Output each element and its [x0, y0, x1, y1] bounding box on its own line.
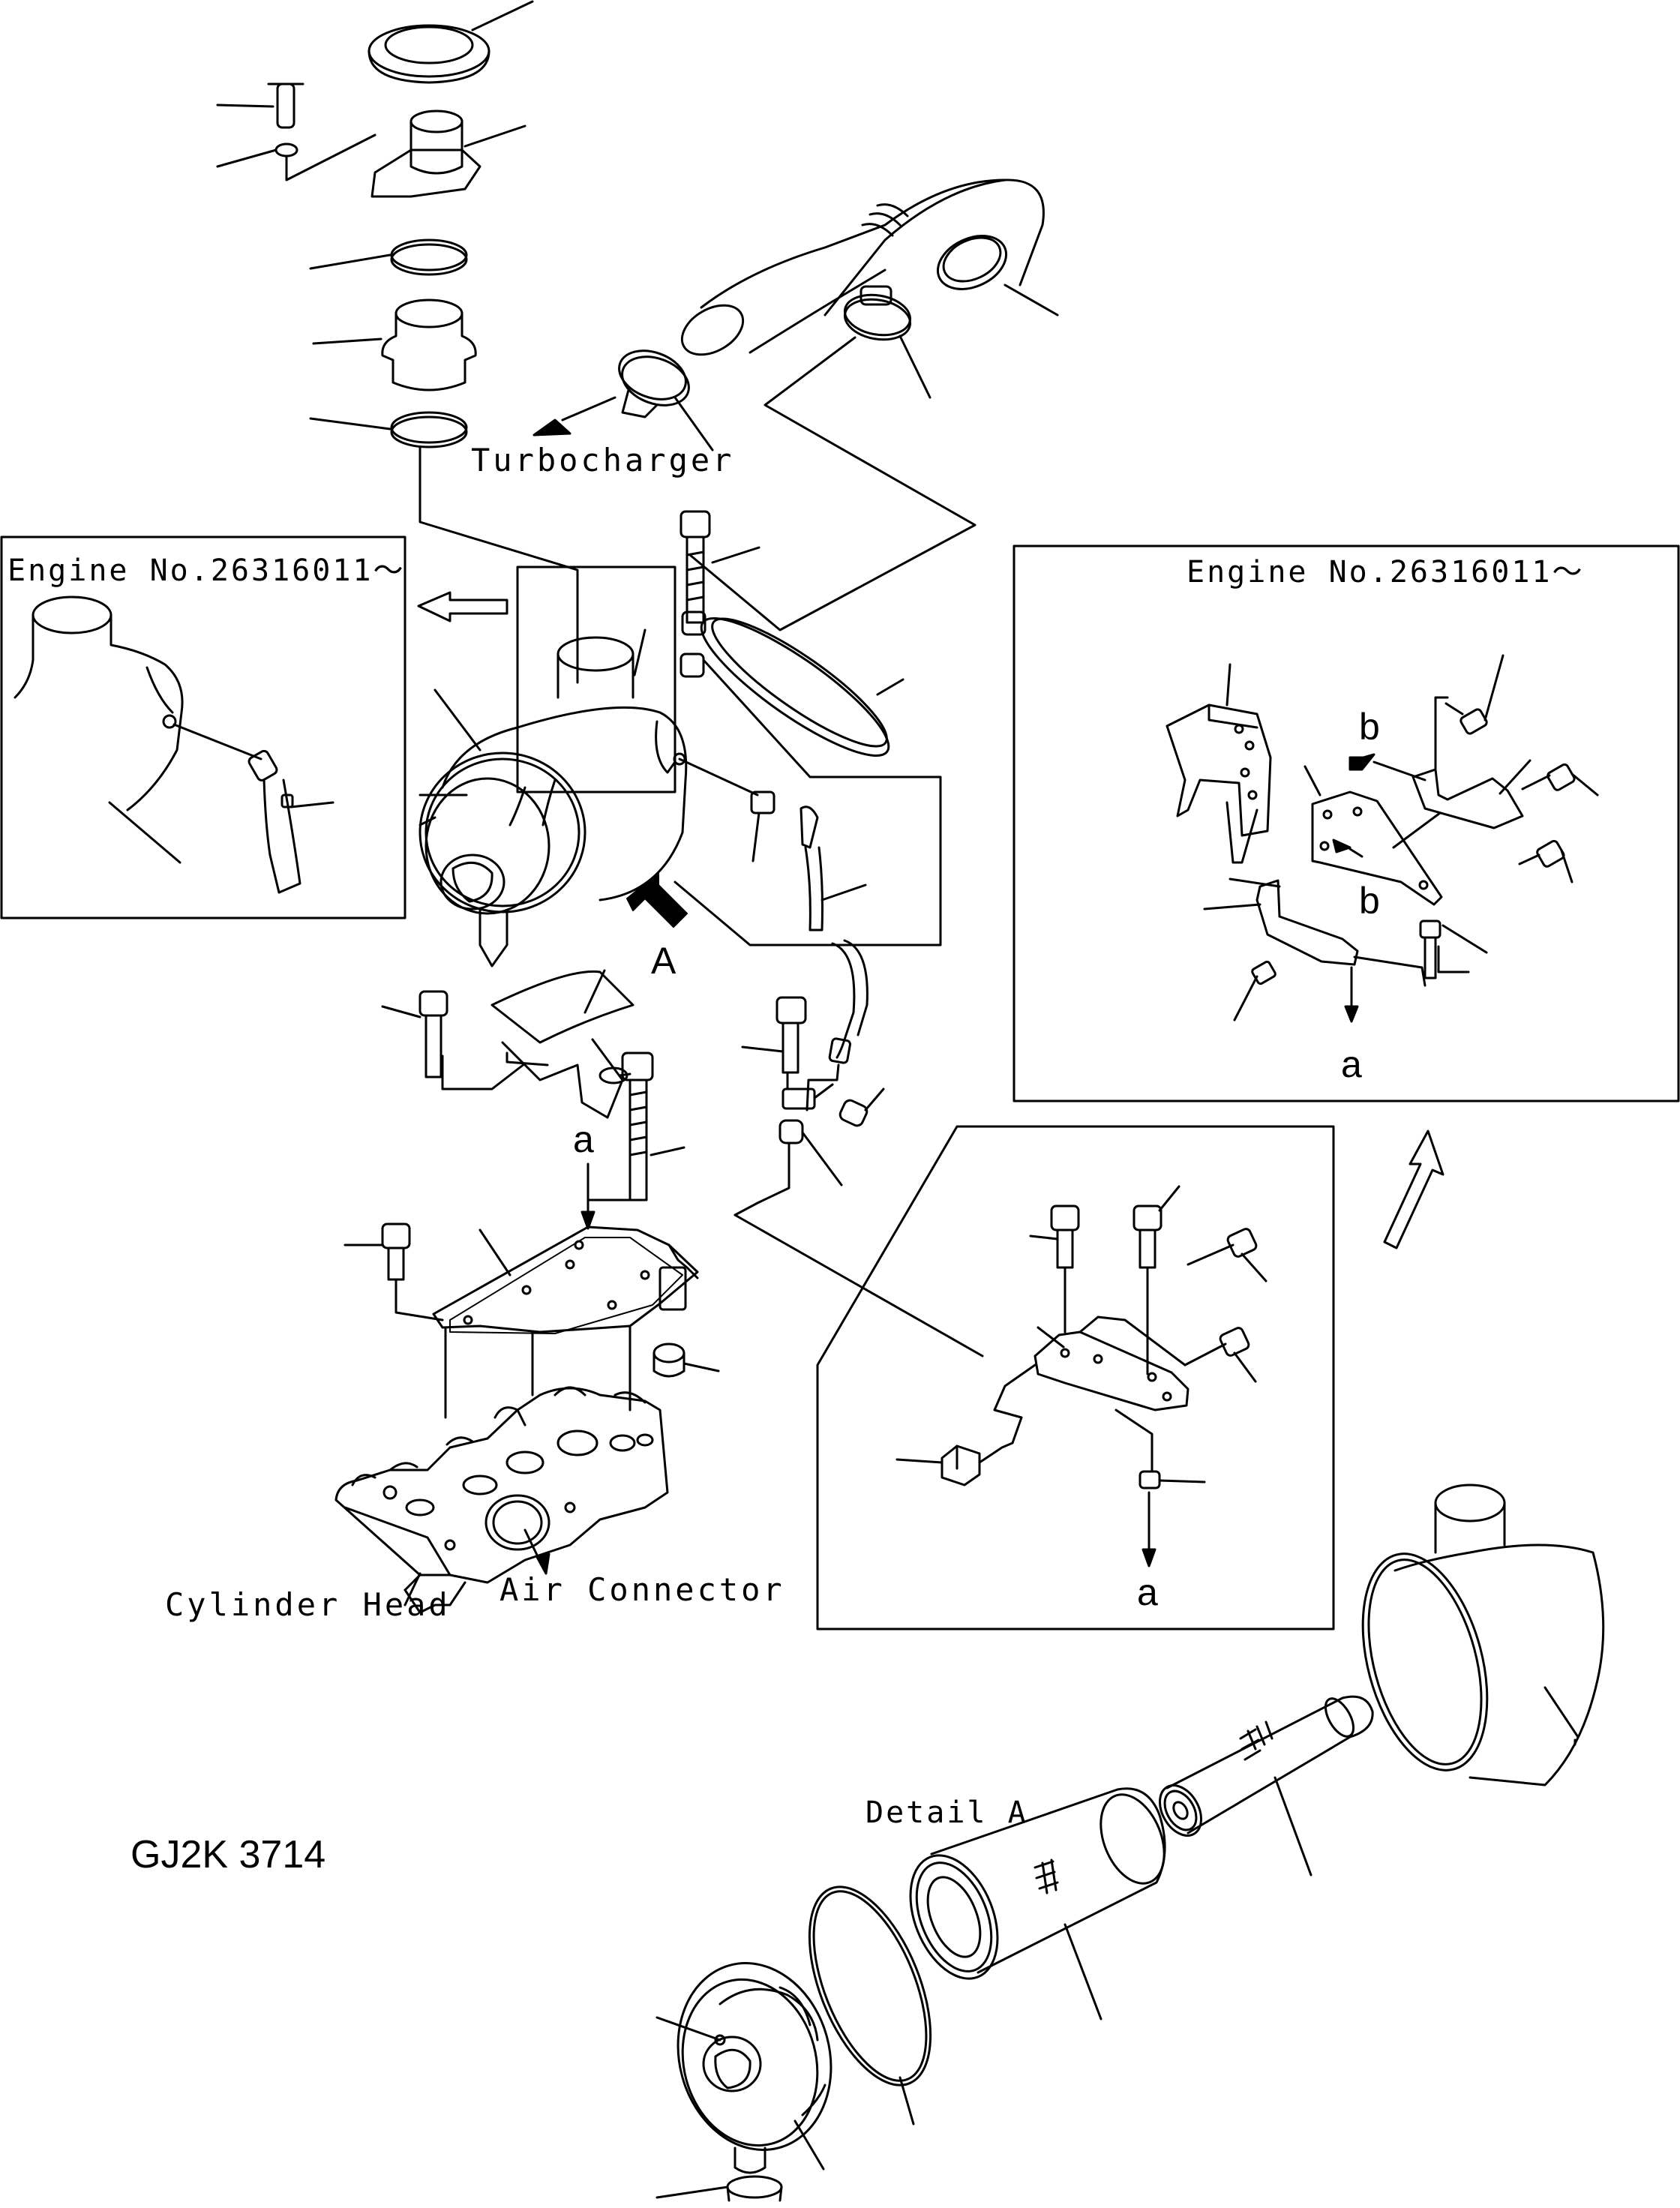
ref-a-label-1: a: [1341, 1043, 1362, 1085]
outer-filter-element: [909, 1787, 1166, 2020]
mounting-plate: [432, 1198, 699, 1334]
air-cleaner-body: [418, 566, 759, 968]
rubber-adapter: [312, 298, 477, 392]
o-ring-gasket: [808, 1886, 932, 2126]
mount-bracket-top: [216, 82, 526, 198]
turbocharger-label: Turbocharger: [471, 442, 734, 478]
cradle-bolt: [381, 990, 526, 1090]
drawing-code-label: GJ2K 3714: [130, 1833, 326, 1876]
air-cleaner-cap: [368, 0, 534, 84]
spacer-collar-upper: [734, 1119, 843, 1216]
detail-a-label: Detail A: [866, 1796, 1028, 1830]
engine-no-inset-right: Engine No.26316011～ b b: [1012, 544, 1680, 1102]
bracket-detail-inset: a: [734, 1125, 1335, 1630]
engine-no-inset-left: Engine No.26316011～: [0, 536, 406, 920]
plate-bolt: [344, 1222, 444, 1322]
mounting-bolt-upper: [680, 510, 760, 624]
evacuator-valve: [656, 2175, 783, 2202]
air-cleaner-cover: [656, 1962, 832, 2174]
vacuator-hose: [750, 790, 885, 1127]
air-cleaner-cradle: [490, 969, 634, 1119]
hose-clamp-2: [309, 411, 579, 684]
ref-arrow-a-center: a: [573, 1118, 596, 1230]
cylinder-head-label: Cylinder Head: [165, 1586, 451, 1623]
direction-arrow-right: [1383, 1130, 1444, 1250]
ref-a-label-2: a: [573, 1118, 594, 1160]
hose-clamp-3: [688, 285, 976, 632]
direction-arrow-left: [417, 591, 508, 622]
ref-a-label-3: a: [1137, 1571, 1158, 1613]
inner-safety-element: [1159, 1695, 1374, 1876]
cylinder-head: [334, 1324, 669, 1614]
sensor-bolt: [741, 996, 834, 1110]
view-arrow-a: A: [626, 872, 688, 982]
ref-b-label-1: b: [1359, 706, 1380, 748]
air-cleaner-band: [674, 610, 942, 946]
air-cleaner-housing: [1361, 1484, 1605, 1786]
view-a-label: A: [651, 940, 676, 982]
intake-elbow-hose: [680, 178, 1059, 356]
spacer-collar-lower: [652, 1342, 720, 1378]
engine-no-left-label: Engine No.26316011～: [8, 554, 405, 588]
hose-clamp-1: [309, 238, 468, 276]
engine-no-right-label: Engine No.26316011～: [1186, 555, 1584, 590]
air-connector-label: Air Connector: [500, 1571, 785, 1608]
ref-b-label-2: b: [1359, 880, 1380, 922]
bracket-bolt-long: [621, 1052, 686, 1202]
hose-clamp-4: Turbocharger: [471, 350, 734, 478]
